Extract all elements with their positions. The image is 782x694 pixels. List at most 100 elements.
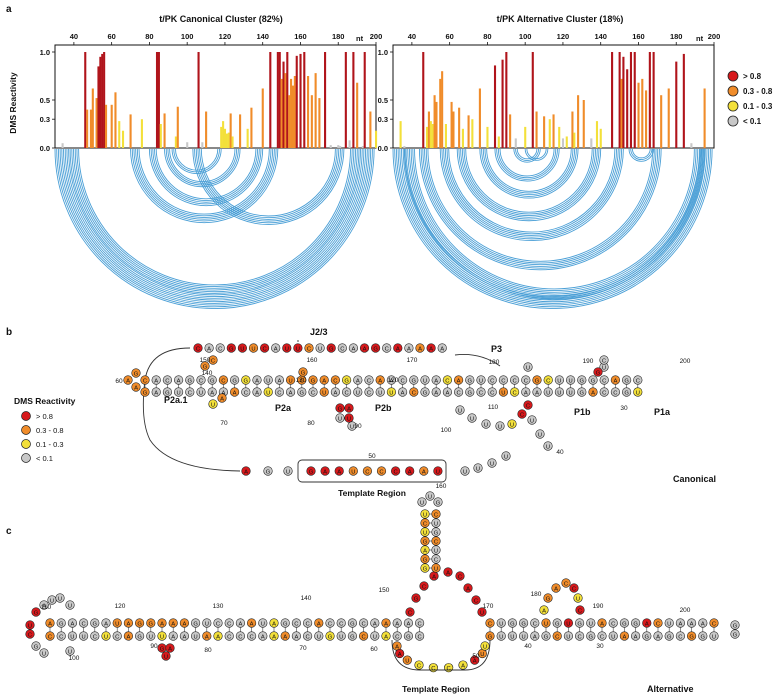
bar-64 [118, 121, 121, 148]
arc [59, 148, 370, 304]
arc [412, 148, 697, 291]
nt-number: 190 [583, 358, 594, 365]
nucleotide-letter: C [572, 586, 576, 592]
arc [420, 148, 660, 269]
nucleotide-letter: G [244, 378, 249, 384]
arc [57, 148, 372, 306]
nucleotide-letter: G [344, 378, 349, 384]
nucleotide [291, 631, 302, 641]
left-plot-frame [54, 44, 377, 149]
nucleotide [280, 631, 290, 641]
x-tick-label: 180 [332, 32, 345, 41]
bar-49 [89, 109, 92, 148]
nucleotide-letter: G [203, 364, 208, 370]
nucleotide-letter: U [436, 469, 440, 475]
nucleotide-letter: A [272, 621, 276, 627]
bar-62 [452, 111, 455, 148]
nucleotide [437, 343, 447, 353]
nt-number: 140 [301, 595, 312, 602]
arc [418, 148, 662, 271]
nucleotide-letter: C [488, 621, 492, 627]
nucleotide [226, 343, 236, 353]
bar-76 [478, 88, 481, 148]
arc [136, 148, 272, 217]
nucleotide-letter: G [423, 390, 428, 396]
nt-number: 130 [296, 377, 307, 384]
nucleotide [454, 387, 464, 397]
nucleotide-letter: C [434, 557, 438, 563]
nucleotide-letter: U [373, 634, 377, 640]
nucleotide [485, 618, 495, 628]
nucleotide [359, 631, 369, 641]
bar-58 [444, 124, 447, 148]
nt-number: 200 [680, 607, 691, 614]
nucleotide-letter: U [286, 469, 290, 475]
nucleotide [123, 375, 133, 385]
nucleotide-letter: U [636, 390, 640, 396]
legend-b-swatch-high [21, 411, 31, 421]
nucleotide-letter: C [199, 378, 203, 384]
nucleotide-letter: C [143, 378, 147, 384]
panel-letter-c: c [6, 526, 12, 537]
nucleotide-letter: C [458, 574, 462, 580]
bar-100 [186, 142, 189, 148]
nucleotide [308, 375, 318, 385]
arc [399, 148, 706, 303]
nucleotide [371, 343, 381, 353]
nucleotide [353, 387, 363, 397]
nucleotide-letter: U [602, 365, 606, 371]
nucleotide [286, 387, 296, 397]
nucleotide [521, 387, 531, 397]
nucleotide-letter: U [42, 651, 46, 657]
nucleotide [686, 618, 697, 628]
nucleotide [375, 387, 385, 397]
nucleotide-letter: C [165, 378, 169, 384]
arc [497, 148, 557, 178]
nucleotide [67, 631, 77, 641]
nucleotide-letter: A [418, 346, 422, 352]
arc [414, 148, 695, 290]
nucleotide [473, 463, 483, 473]
nucleotide [78, 618, 89, 628]
nucleotide-letter: U [546, 390, 550, 396]
nucleotide-letter: G [229, 346, 234, 352]
nucleotide [315, 343, 325, 353]
nucleotide [563, 631, 574, 641]
nucleotide-letter: G [137, 621, 142, 627]
arc [192, 148, 345, 225]
nucleotide [630, 618, 641, 628]
nucleotide [157, 618, 167, 628]
nucleotide [415, 631, 425, 641]
arc [199, 148, 338, 218]
bar-72 [471, 119, 474, 148]
nucleotide [213, 618, 223, 628]
nucleotide-letter: C [394, 469, 398, 475]
bar-123 [229, 113, 232, 148]
nucleotide-letter: C [431, 666, 435, 672]
nucleotide [426, 343, 436, 353]
nucleotide [335, 403, 345, 413]
nucleotide-letter: A [205, 634, 209, 640]
nucleotide [414, 660, 424, 670]
nucleotide-letter: U [484, 422, 488, 428]
nucleotide-letter: U [569, 390, 573, 396]
bar-148 [276, 52, 279, 148]
nucleotide-letter: U [177, 390, 181, 396]
nucleotide [411, 593, 421, 603]
bar-156 [629, 52, 633, 148]
nucleotide-letter: C [250, 634, 254, 640]
bar-56 [441, 71, 444, 148]
nucleotide [179, 631, 189, 641]
nucleotide-letter: G [149, 621, 154, 627]
nucleotide [208, 355, 218, 365]
arc [443, 148, 621, 238]
nucleotide-letter: C [578, 634, 582, 640]
nucleotide [347, 618, 358, 628]
nucleotide-letter: U [104, 634, 108, 640]
nucleotide [653, 631, 663, 641]
nucleotide-letter: U [58, 596, 62, 602]
nucleotide-letter: A [457, 378, 461, 384]
nucleotide-letter: C [395, 634, 399, 640]
bar-100 [524, 126, 527, 148]
